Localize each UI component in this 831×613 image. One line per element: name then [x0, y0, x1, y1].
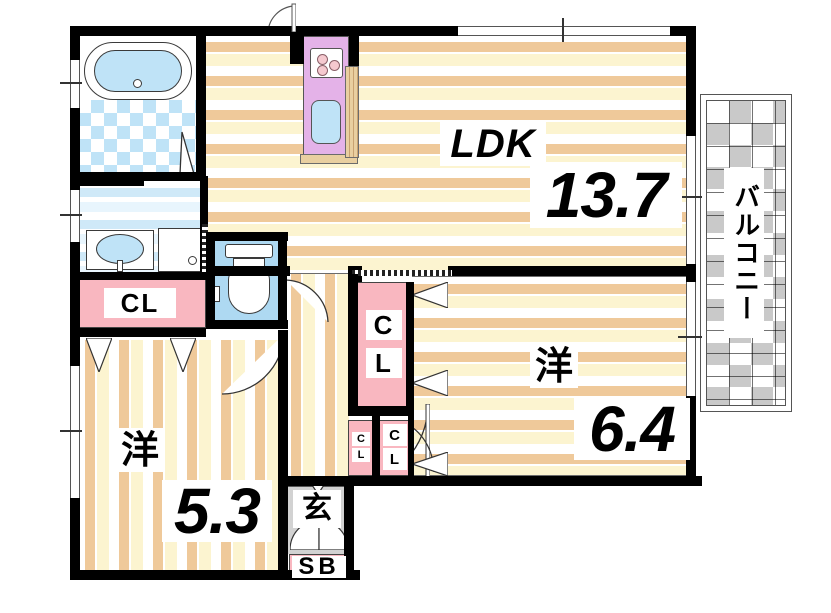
room-53-area-label: 5.3 [162, 479, 272, 543]
toilet-tank [225, 244, 273, 258]
room-53-door-icon[interactable] [221, 333, 287, 397]
window-washroom-left [70, 190, 80, 242]
kitchen-sink [311, 100, 341, 144]
wall-exterior-bottom-right [350, 476, 702, 486]
wall-closet-lower-divider [372, 416, 380, 478]
wall-washroom-closet [78, 272, 206, 280]
bathroom-tile-floor [78, 100, 196, 174]
window-rail-mark [678, 196, 702, 198]
wall-closet-lower-right [408, 416, 414, 478]
vanity-faucet-icon [117, 260, 123, 272]
closet-door-arrow-icon [86, 338, 112, 372]
room-53-type-label: 洋 [116, 428, 164, 472]
genkan-label: 玄 [293, 490, 341, 528]
ldk-label: LDK [440, 122, 546, 166]
window-rail-mark [60, 430, 82, 432]
vanity-basin-icon [96, 234, 144, 264]
stove-burner-icon [329, 60, 340, 71]
window-bath-left [70, 60, 80, 108]
room-64-type-label: 洋 [530, 344, 578, 388]
kitchen-counter-front [300, 154, 358, 164]
wall-genkan-left [278, 476, 288, 580]
closet-small-label-l: L [352, 448, 370, 462]
closet-room64-lower-label-l: L [383, 448, 407, 470]
stove-burner-icon [317, 65, 328, 76]
wall-washroom-lintel [78, 176, 144, 186]
room-64-area-label: 6.4 [574, 397, 690, 461]
wall-exterior-right-lower [686, 396, 696, 482]
wall-bathroom-right [196, 26, 206, 176]
balcony-slider-ldk[interactable] [686, 136, 696, 264]
kitchen-stove [310, 48, 343, 78]
wall-closet-bottom [78, 328, 206, 337]
balcony-slider-room64[interactable] [686, 282, 696, 396]
closet-small-label-c: C [352, 432, 370, 446]
closet-hall-label: CL [104, 288, 176, 318]
wall-exterior-bottom [70, 570, 360, 580]
wall-kitchen-nub [290, 36, 304, 64]
window-rail-mark [678, 336, 702, 338]
wc-door-icon[interactable] [285, 278, 330, 323]
wall-ldk-bottom-left [206, 266, 290, 276]
bathroom-door-icon[interactable] [160, 130, 196, 175]
room64-top-opening[interactable] [352, 270, 452, 276]
wall-exterior-left [70, 26, 80, 580]
closet-room64-upper-label-l: L [366, 348, 402, 378]
washing-machine [158, 228, 204, 272]
wall-kitchen-top [206, 26, 290, 36]
wall-genkan-right [344, 476, 354, 576]
wall-ldk-bottom-right [448, 266, 696, 276]
wall-closet-room64-right [406, 282, 414, 414]
wall-exterior-right [686, 26, 696, 136]
wall-closet-room64-left [348, 274, 358, 414]
closet-room64-lower-label-c: C [383, 424, 407, 446]
window-ldk-top [458, 26, 670, 36]
balcony-label: バルコニー [724, 168, 764, 338]
stove-burner-icon [317, 54, 328, 65]
window-room53-left [70, 366, 80, 498]
window-rail-mark [60, 82, 82, 84]
wall-room53-right [278, 330, 288, 580]
kitchen-cabinet-side [345, 66, 359, 158]
washroom-door-opening[interactable] [202, 224, 208, 278]
window-rail-mark [562, 18, 564, 42]
wall-wc-left [206, 232, 215, 328]
bathtub-drain-icon [133, 79, 142, 88]
closet-room64-upper-label-c: C [366, 310, 402, 340]
wall-wc-right [278, 232, 287, 328]
closet-door-arrow-icon [412, 370, 448, 396]
wall-closet-room64-bottom [348, 406, 414, 416]
wall-exterior-top [70, 26, 696, 36]
ldk-area-label: 13.7 [530, 162, 682, 228]
wall-wc-top [206, 232, 288, 241]
balcony-outer-frame [700, 94, 792, 412]
window-rail-mark [60, 214, 82, 216]
wall-wc-bottom [206, 320, 288, 329]
closet-room64-upper [356, 282, 412, 410]
washing-machine-dial-icon [188, 256, 197, 265]
wall-genkan-top [286, 476, 354, 486]
closet-door-arrow-icon [412, 282, 448, 308]
shoe-box-label: SB [292, 555, 346, 579]
closet-door-arrow-icon [170, 338, 196, 372]
closet-door-arrow-icon [412, 452, 448, 476]
wall-kitchen-right-nub [349, 36, 359, 66]
